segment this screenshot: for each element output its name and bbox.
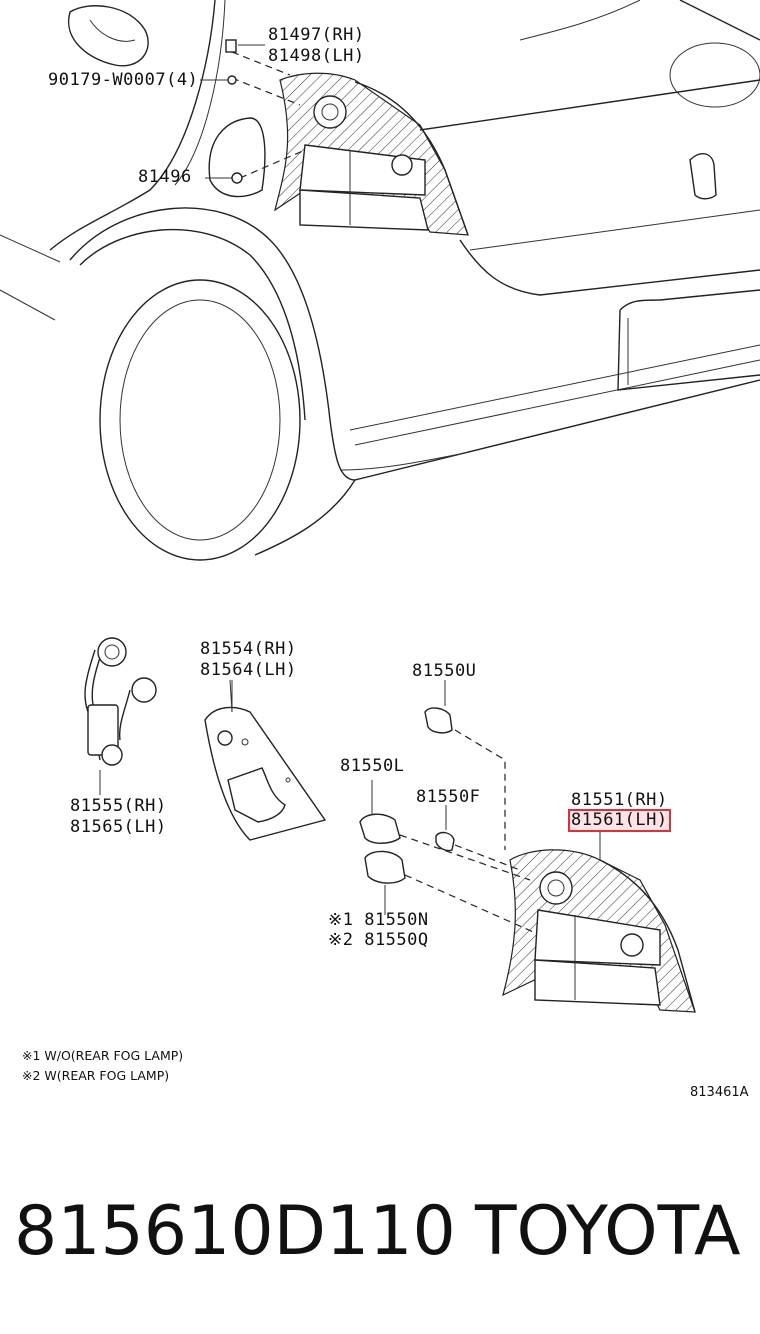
lamp-assembly-81561: [502, 832, 696, 1013]
label-81564[interactable]: 81564(LH): [200, 660, 297, 680]
leader-81554: [229, 679, 233, 713]
footnote-2: ※2 W(REAR FOG LAMP): [22, 1068, 170, 1083]
bulb-81550U: [424, 680, 506, 850]
label-81496[interactable]: 81496: [138, 167, 192, 187]
label-81565[interactable]: 81565(LH): [70, 817, 167, 837]
tail-lamp-installed: [274, 72, 469, 236]
label-81497[interactable]: 81497(RH): [268, 25, 365, 45]
label-81550f[interactable]: 81550F: [416, 787, 481, 807]
clip-81497-icon: [225, 39, 237, 53]
label-81498[interactable]: 81498(LH): [268, 46, 365, 66]
label-81550u[interactable]: 81550U: [412, 661, 477, 681]
label-90179[interactable]: 90179-W0007(4): [48, 70, 199, 90]
label-81550l[interactable]: 81550L: [340, 756, 405, 776]
screw-90179-icon: [227, 75, 237, 85]
figure-code: 813461A: [690, 1085, 749, 1100]
caption-part-number: 815610D110: [14, 1192, 456, 1271]
gasket-81554: [204, 680, 327, 841]
caption-brand: TOYOTA: [475, 1192, 741, 1271]
footnote-1: ※1 W/O(REAR FOG LAMP): [22, 1048, 184, 1063]
label-81554[interactable]: 81554(RH): [200, 639, 297, 659]
bulb-81550F: [435, 805, 521, 871]
upper-leader-lines: [200, 44, 306, 179]
label-81551[interactable]: 81551(RH): [571, 790, 668, 810]
socket-wire-81555: [84, 637, 157, 795]
label-81550q[interactable]: ※2 81550Q: [328, 930, 429, 950]
nut-81496-icon: [231, 172, 243, 184]
car-rear-body: [0, 0, 760, 561]
bulb-81550L: [359, 780, 531, 881]
label-81555[interactable]: 81555(RH): [70, 796, 167, 816]
label-81550n[interactable]: ※1 81550N: [328, 910, 429, 930]
label-81561-highlighted[interactable]: 81561(LH): [568, 809, 671, 832]
